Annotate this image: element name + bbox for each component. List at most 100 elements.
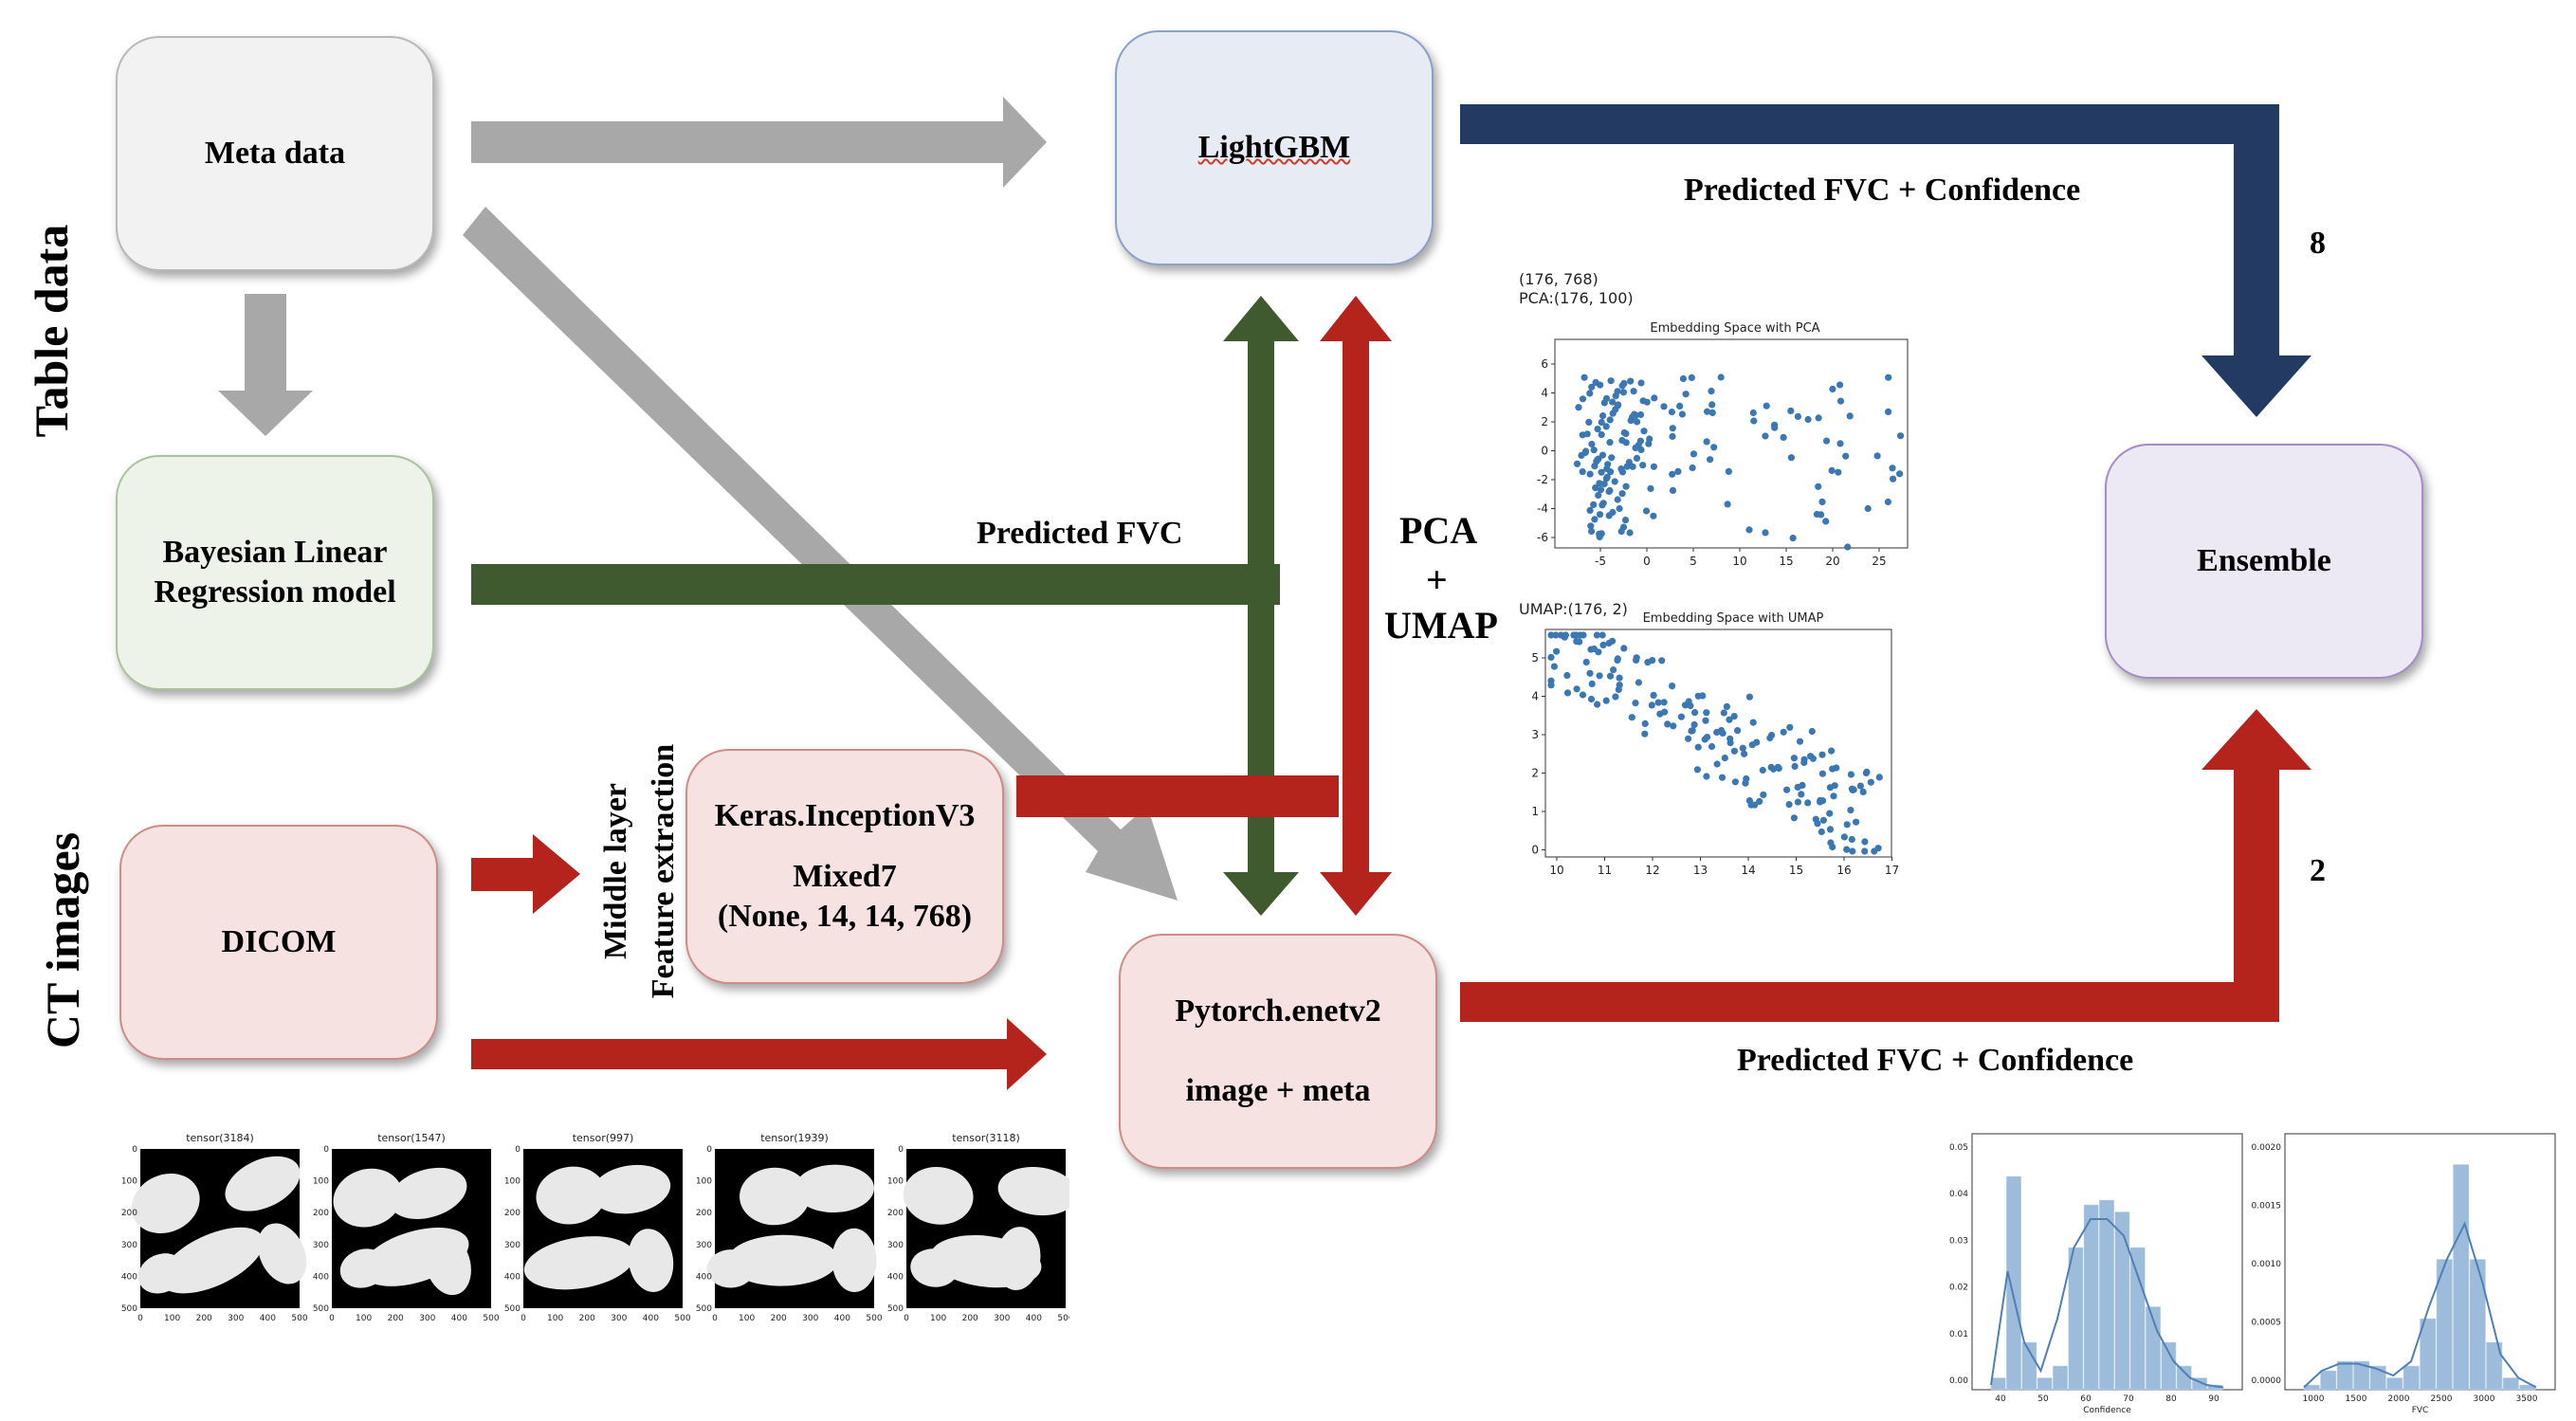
pca-point <box>1592 378 1599 386</box>
ct-xtick-label: 100 <box>164 1314 180 1323</box>
pca-point <box>1599 412 1607 420</box>
umap-point <box>1814 820 1821 828</box>
fvc-histogram-bar <box>2320 1370 2337 1391</box>
umap-point <box>1730 747 1738 755</box>
pca-ytick-label: -2 <box>1537 473 1548 486</box>
pca-point <box>1650 463 1657 470</box>
confidence-ytick-label: 0.01 <box>1949 1330 1968 1339</box>
umap-point <box>1819 816 1827 824</box>
ct-lung-region <box>137 1253 185 1294</box>
umap-point <box>1759 766 1766 774</box>
umap-point <box>1687 701 1694 710</box>
pca-point <box>1708 409 1716 416</box>
pca-point <box>1583 430 1591 438</box>
pca-point <box>1873 452 1881 460</box>
umap-point <box>1818 770 1826 777</box>
umap-point <box>1840 833 1848 841</box>
confidence-xtick-label: 80 <box>2165 1394 2177 1404</box>
confidence-histogram-bar <box>2068 1247 2084 1391</box>
pca-point <box>1595 491 1602 500</box>
pca-point <box>1614 496 1621 503</box>
pca-point <box>1745 526 1753 534</box>
pca-point <box>1633 454 1641 462</box>
pca-point <box>1642 507 1651 515</box>
fvc-histogram-bar <box>2486 1341 2503 1391</box>
umap-point <box>1547 631 1555 639</box>
umap-xtick-label: 14 <box>1741 864 1755 877</box>
umap-point <box>1828 747 1836 755</box>
pca-point <box>1600 480 1608 488</box>
ct-xtick-label: 400 <box>451 1314 467 1323</box>
pca-point <box>1605 487 1613 496</box>
umap-point <box>1594 701 1601 708</box>
umap-point <box>1831 782 1838 790</box>
umap-point <box>1635 679 1642 686</box>
umap-axes-frame <box>1544 629 1892 858</box>
pca-point <box>1625 459 1633 466</box>
pca-xtick-label: 5 <box>1690 555 1697 568</box>
pca-point <box>1897 432 1905 440</box>
umap-point <box>1829 843 1836 851</box>
ct-thumb-title: tensor(3118) <box>952 1132 1020 1144</box>
confidence-histogram-bar <box>2037 1377 2053 1391</box>
umap-point <box>1580 631 1587 639</box>
umap-point <box>1690 720 1698 729</box>
fvc-histogram-bar <box>2402 1365 2420 1391</box>
pca-point <box>1828 466 1836 474</box>
arrow-meta-to-bayesian <box>218 294 313 436</box>
pca-point <box>1864 504 1872 513</box>
ct-lung-region <box>258 1223 307 1284</box>
umap-point <box>1563 689 1572 697</box>
umap-point <box>1616 674 1623 682</box>
confidence-histogram-bar <box>2006 1175 2021 1391</box>
umap-point <box>1708 742 1716 751</box>
pca-point <box>1637 446 1645 454</box>
pca-point <box>1704 408 1711 415</box>
ct-ytick-label: 300 <box>696 1241 712 1250</box>
arrow-pytorch-to-ensemble <box>1460 709 2311 1022</box>
confidence-ytick-label: 0.05 <box>1949 1143 1968 1153</box>
umap-point <box>1703 773 1710 780</box>
pca-header-line2: PCA:(176, 100) <box>1519 289 1634 307</box>
pca-ytick-label: 6 <box>1541 357 1548 371</box>
umap-point <box>1856 782 1864 790</box>
pytorch-enetv2-node: Pytorch.enetv2 image + meta <box>1119 934 1437 1169</box>
pca-point <box>1896 470 1904 478</box>
pca-point <box>1612 406 1619 413</box>
ct-ytick-label: 0 <box>898 1145 904 1155</box>
confidence-histogram-bar <box>2114 1211 2130 1391</box>
umap-point <box>1861 838 1869 846</box>
umap-point <box>1731 778 1739 786</box>
pca-point <box>1771 424 1779 431</box>
umap-title: Embedding Space with UMAP <box>1643 611 1824 626</box>
pca-point <box>1651 394 1658 402</box>
umap-point <box>1859 788 1867 795</box>
pca-point <box>1619 523 1628 531</box>
umap-point <box>1586 669 1594 677</box>
pca-point <box>1689 464 1696 472</box>
pca-point <box>1804 415 1812 424</box>
pca-point <box>1603 473 1611 481</box>
ct-xtick-label: 500 <box>866 1314 882 1323</box>
confidence-histogram-bar <box>2161 1341 2177 1391</box>
ct-lung-region <box>910 1248 959 1287</box>
pca-point <box>1647 484 1654 492</box>
pca-point <box>1598 468 1605 476</box>
umap-point <box>1688 727 1695 735</box>
ct-lung-region <box>389 1167 467 1219</box>
pca-ytick-label: 2 <box>1541 415 1548 428</box>
pca-point <box>1609 398 1617 406</box>
ct-ytick-label: 0 <box>132 1145 137 1155</box>
umap-point <box>1547 653 1555 661</box>
umap-point <box>1794 798 1801 806</box>
pca-point <box>1829 385 1836 392</box>
pca-point <box>1591 516 1599 523</box>
umap-point <box>1829 765 1836 773</box>
pca-point <box>1619 389 1627 396</box>
pca-point <box>1622 439 1630 446</box>
confidence-histogram-bar <box>2083 1204 2099 1391</box>
arrow-meta-to-lightgbm <box>471 97 1047 188</box>
umap-point <box>1632 700 1639 707</box>
